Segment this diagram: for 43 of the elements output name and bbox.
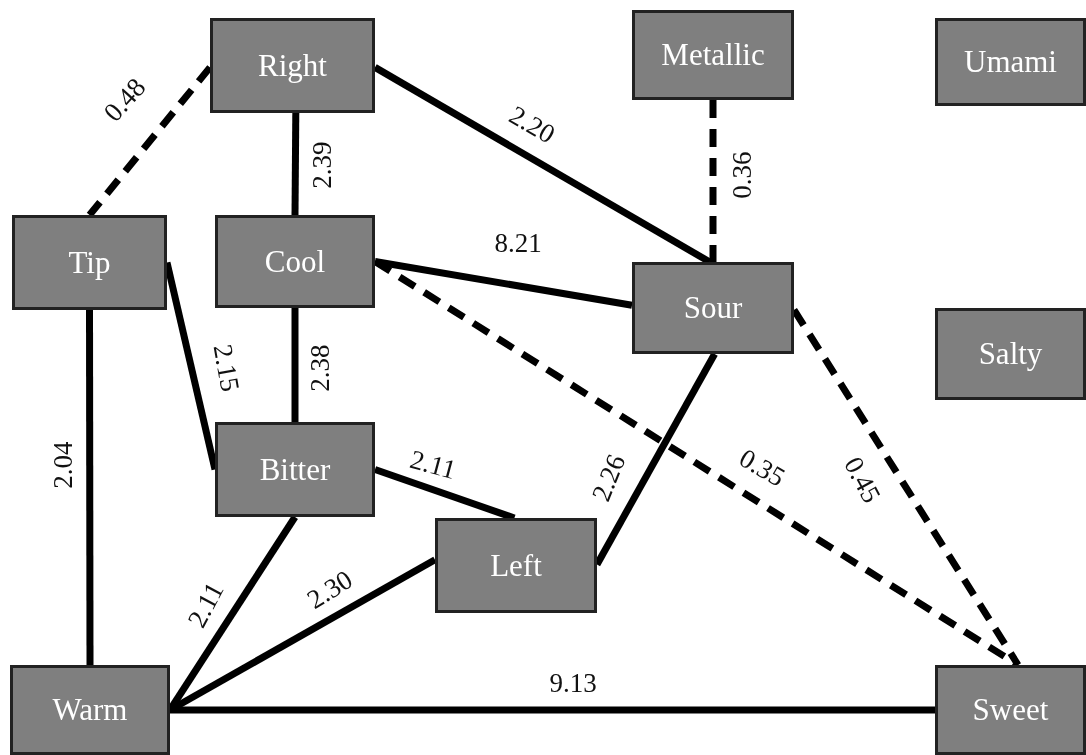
connector-line: [291, 308, 299, 422]
edge-label: 8.21: [493, 229, 543, 257]
edge-label: 2.04: [49, 440, 77, 491]
edge-label: 2.39: [308, 140, 336, 191]
edge-label: 2.20: [503, 100, 561, 150]
node-label: Right: [258, 47, 327, 84]
taste-box: [435, 518, 597, 613]
node-label: Metallic: [661, 37, 765, 73]
connector-line: [170, 706, 935, 714]
taste-box: [935, 308, 1086, 400]
edge-label: 2.30: [301, 564, 359, 616]
taste-box: [215, 422, 375, 517]
node-label: Cool: [264, 243, 326, 280]
taste-box: [935, 665, 1086, 755]
edge-label: 2.11: [182, 576, 230, 634]
connector-line: [374, 258, 633, 309]
taste-box: [210, 18, 375, 113]
edge-label: 0.45: [838, 451, 886, 509]
connector-line: [86, 310, 94, 665]
edge-label: 2.26: [586, 449, 632, 507]
node-label: Tip: [68, 244, 111, 281]
taste-box: [10, 665, 170, 755]
node-label: Warm: [52, 692, 128, 728]
taste-box: [12, 215, 167, 310]
node-label: Sweet: [972, 692, 1049, 728]
edge-label: 2.11: [405, 445, 461, 485]
taste-box: [632, 262, 794, 354]
edge-label: 0.35: [733, 443, 791, 493]
node-label: Left: [490, 547, 542, 584]
edge-label: 0.36: [728, 150, 756, 201]
connector-line: [291, 112, 300, 216]
connector-line: [709, 100, 717, 262]
edge-label: 0.48: [97, 71, 153, 129]
taste-box: [935, 18, 1086, 106]
node-label: Umami: [964, 44, 1057, 80]
edge-label: 2.15: [208, 341, 244, 396]
edge-label: 2.38: [306, 343, 334, 394]
taste-box: [215, 215, 375, 308]
taste-box: [632, 10, 794, 100]
edge-label: 9.13: [548, 669, 598, 697]
node-label: Bitter: [259, 451, 331, 488]
node-label: Sour: [683, 290, 743, 326]
node-label: Salty: [978, 336, 1043, 372]
